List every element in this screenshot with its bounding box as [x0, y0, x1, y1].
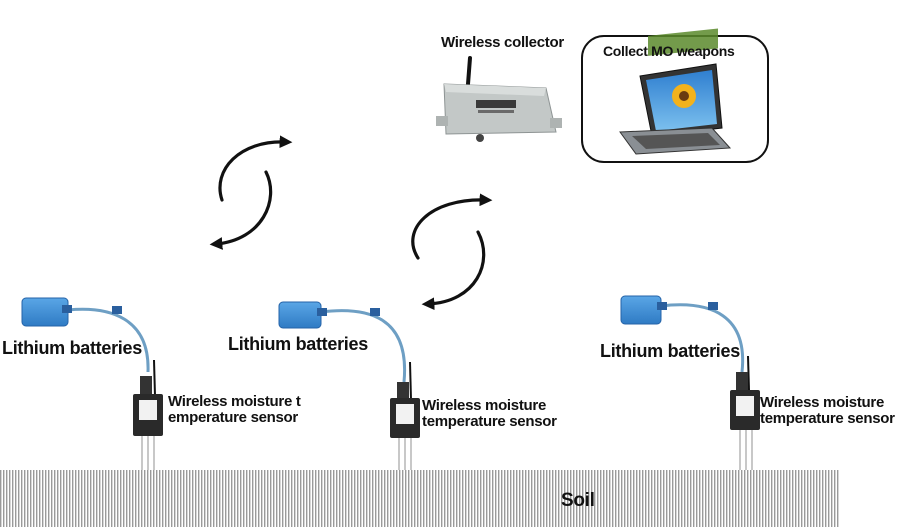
sensor-label: Wireless moisture t emperature sensor: [168, 393, 301, 426]
sensor-cable: [62, 305, 150, 373]
wireless-link-arrows-center: [411, 193, 493, 311]
battery-label: Lithium batteries: [228, 334, 368, 354]
battery-icon: [21, 297, 69, 327]
sensor-label: Wireless moisture temperature sensor: [760, 394, 895, 427]
battery-label: Lithium batteries: [2, 338, 142, 358]
sensor-cable: [657, 302, 745, 373]
computer-box-label: Collect MO weapons: [603, 43, 735, 59]
battery-label: Lithium batteries: [600, 341, 740, 361]
wireless-sensor: [730, 355, 760, 470]
wireless-link-arrows-left: [209, 135, 293, 250]
battery-icon: [278, 301, 322, 329]
wireless-collector-device: [436, 56, 562, 142]
laptop-icon: [619, 28, 732, 155]
sensor-label: Wireless moisture temperature sensor: [422, 397, 557, 430]
collector-label: Wireless collector: [441, 34, 564, 51]
wireless-sensor: [133, 359, 163, 470]
soil-ground: [0, 470, 840, 527]
battery-icon: [620, 295, 662, 325]
sensor-cable: [317, 308, 407, 383]
soil-label: Soil: [561, 490, 595, 511]
wireless-sensor: [390, 361, 420, 470]
